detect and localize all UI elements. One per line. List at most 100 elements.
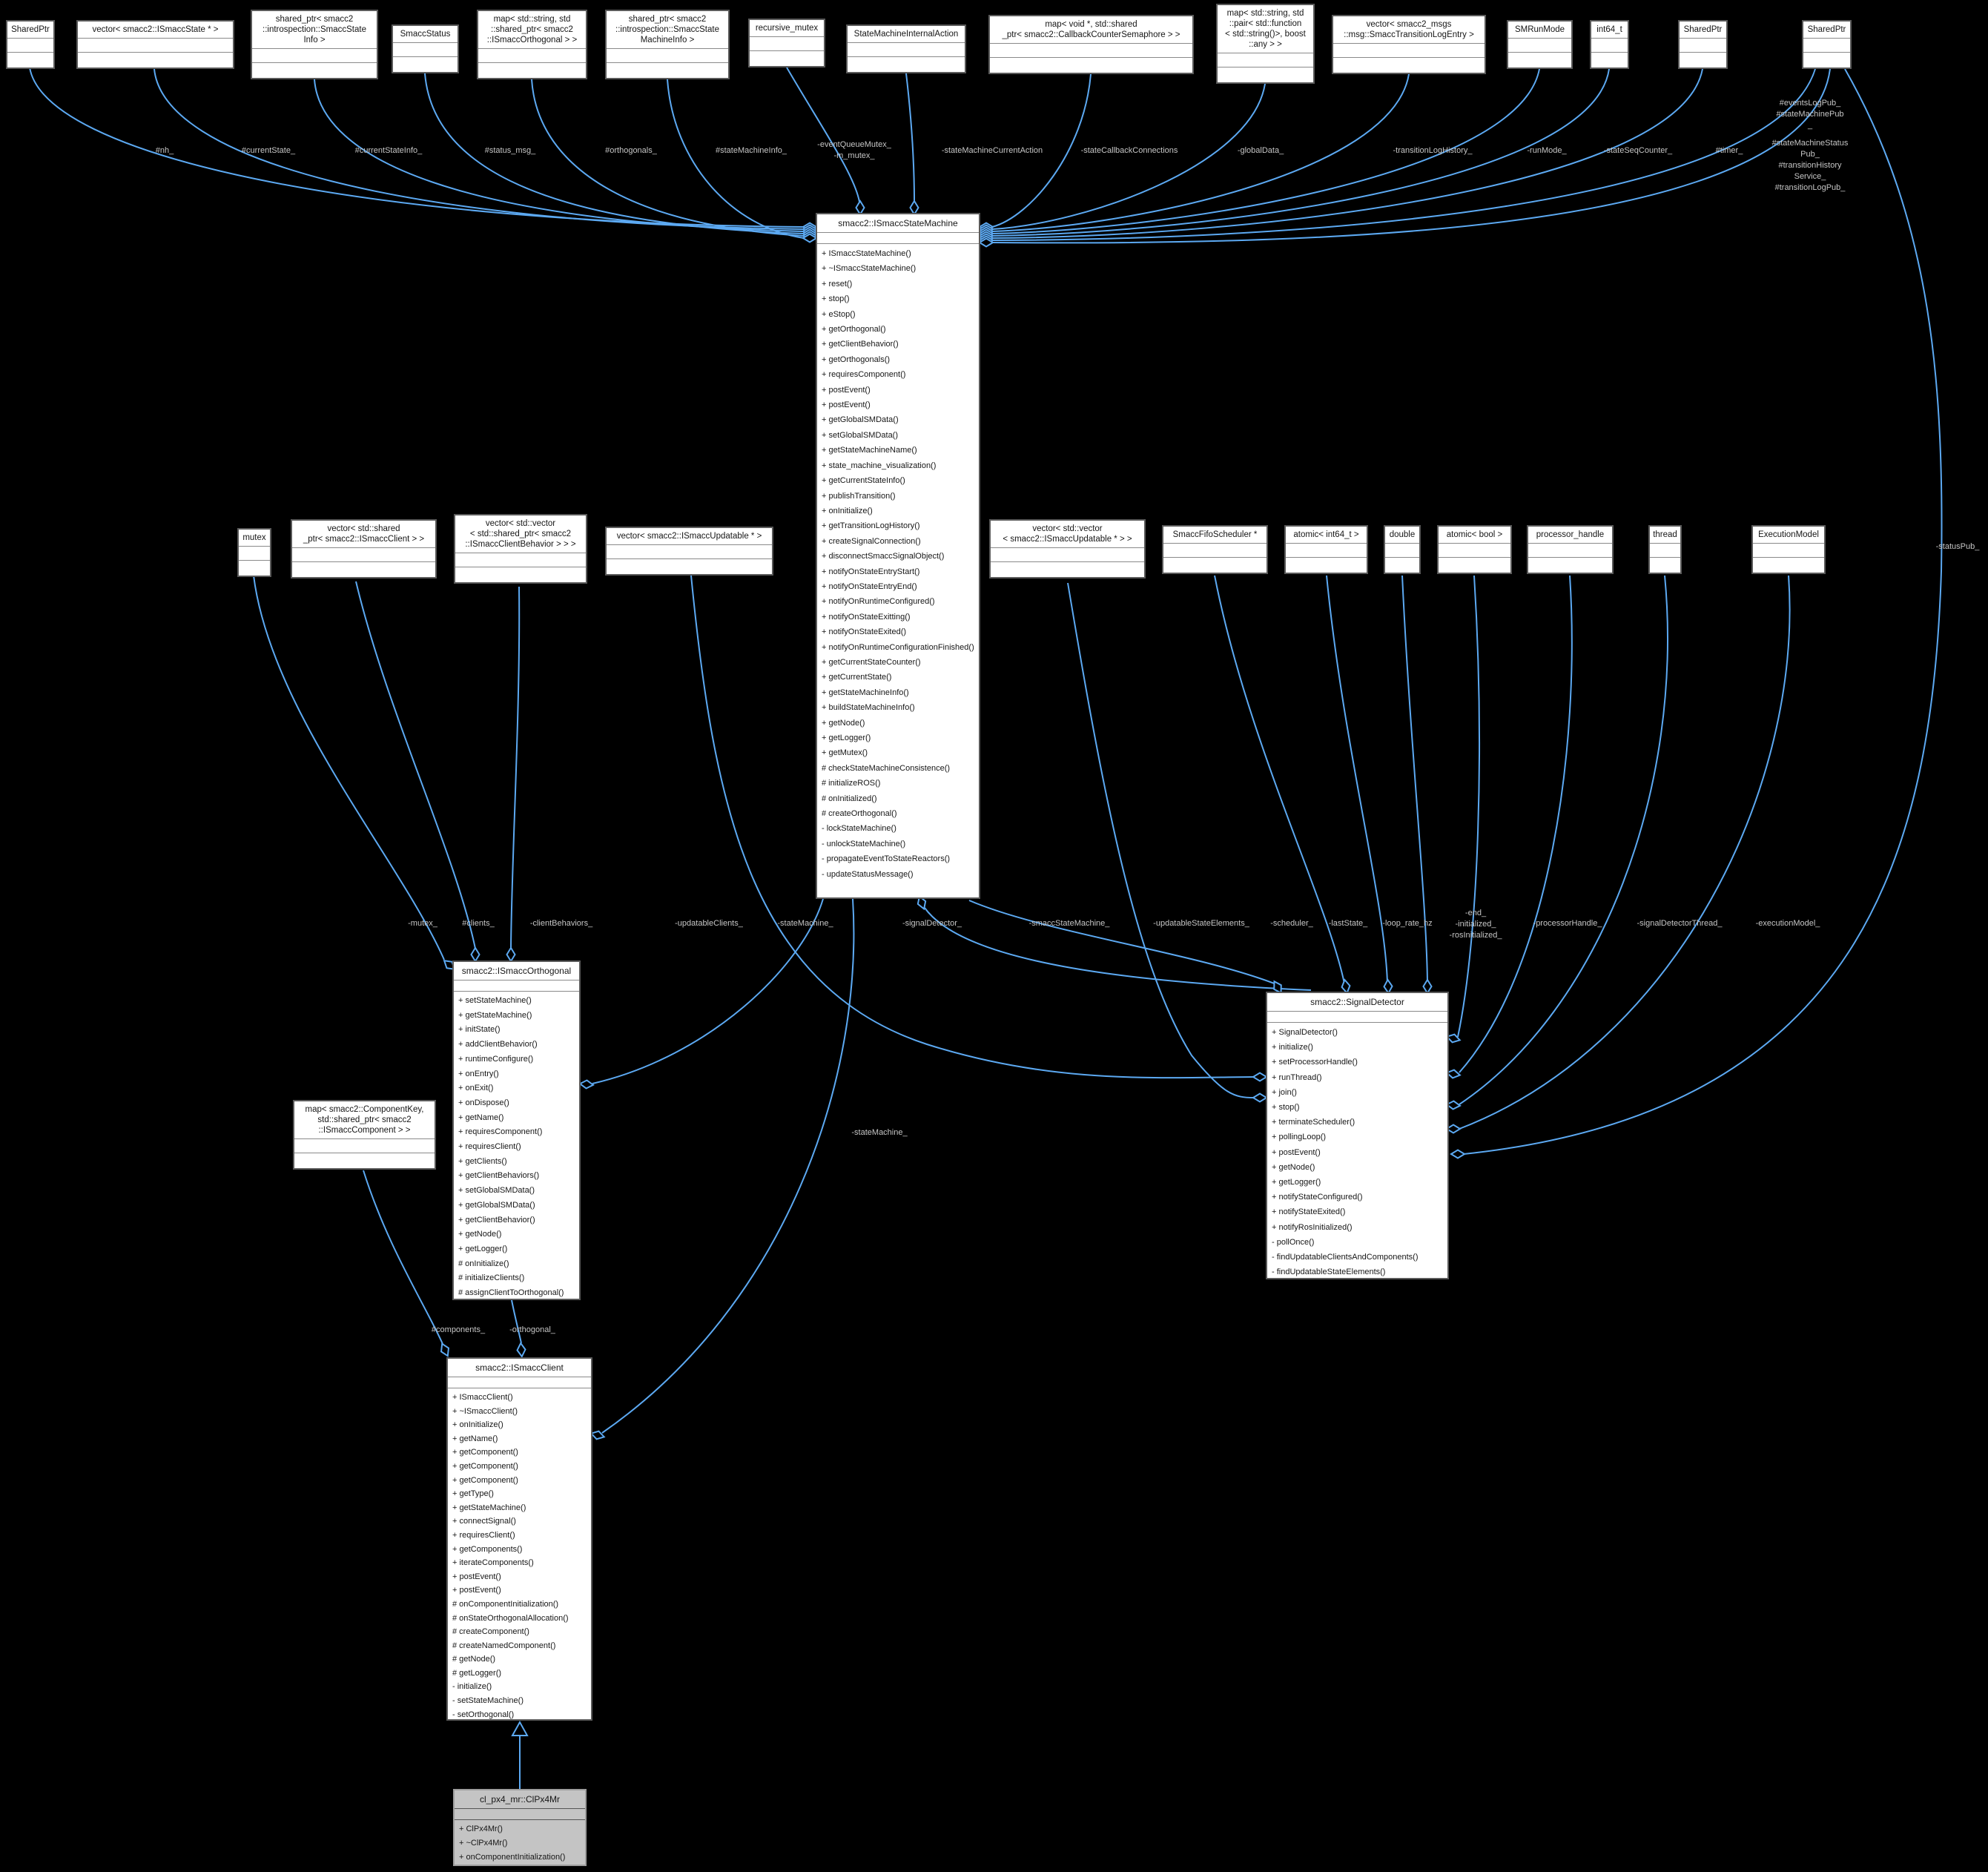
method-entry: + postEvent() bbox=[452, 1586, 501, 1595]
edge-label-stateMachineCurrentAction: -stateMachineCurrentAction bbox=[941, 146, 1043, 155]
method-entry: + getComponents() bbox=[452, 1544, 523, 1554]
methods-compartment bbox=[848, 56, 965, 72]
type-node-double: double bbox=[1384, 525, 1421, 574]
method-entry: + onExit() bbox=[458, 1084, 494, 1093]
edge-label-signalDetector: -signalDetector_ bbox=[902, 919, 962, 928]
method-entry: + getTransitionLogHistory() bbox=[822, 521, 920, 531]
method-entry: + iterateComponents() bbox=[452, 1558, 534, 1568]
method-entry: + getMutex() bbox=[822, 748, 868, 758]
method-entry: + getCurrentStateCounter() bbox=[822, 657, 921, 667]
edge-label-scheduler: -scheduler_ bbox=[1270, 919, 1313, 928]
attributes-compartment bbox=[1803, 39, 1850, 52]
method-entry: + createSignalConnection() bbox=[822, 536, 921, 546]
type-node-map-componentkey: map< smacc2::ComponentKey,std::shared_pt… bbox=[293, 1100, 436, 1170]
node-title: recursive_mutex bbox=[750, 20, 824, 37]
method-entry: + getStateMachineInfo() bbox=[822, 688, 909, 697]
edge-label-signalDetectorThread: -signalDetectorThread_ bbox=[1637, 919, 1723, 928]
edge-label-loop-rate-hz: -loop_rate_hz bbox=[1382, 919, 1433, 928]
edge-line-end-initialized bbox=[1457, 575, 1480, 1038]
method-entry: + getOrthogonal() bbox=[822, 325, 886, 334]
edge-label-clients: #clients_ bbox=[462, 919, 495, 928]
attributes-compartment bbox=[448, 1377, 591, 1388]
edge-line-components bbox=[363, 1170, 443, 1345]
edge-label-eventQueueMutex: -eventQueueMutex_-m_mutex_ bbox=[817, 140, 891, 160]
aggregation-diamond-icon bbox=[1252, 1072, 1268, 1082]
edge-label-globalData: -globalData_ bbox=[1237, 146, 1284, 155]
method-entry: + runtimeConfigure() bbox=[458, 1054, 534, 1064]
type-node-sharedptr-3: SharedPtr bbox=[1802, 20, 1852, 69]
type-node-statemachineinternalaction: StateMachineInternalAction bbox=[846, 24, 966, 73]
methods-compartment bbox=[1803, 52, 1850, 67]
attributes-compartment bbox=[78, 39, 233, 52]
method-entry: + setGlobalSMData() bbox=[822, 430, 899, 440]
class-node-clpx4mr[interactable]: cl_px4_mr::ClPx4Mr+ ClPx4Mr()+ ~ClPx4Mr(… bbox=[453, 1789, 587, 1866]
edge-label-orthogonals: #orthogonals_ bbox=[605, 146, 657, 155]
method-entry: + getNode() bbox=[822, 718, 865, 728]
class-node-ismaccorthogonal[interactable]: smacc2::ISmaccOrthogonal+ setStateMachin… bbox=[452, 960, 581, 1300]
edge-label-stateMachine-orth: -stateMachine_ bbox=[777, 919, 833, 928]
edge-line-smaccStateMachine bbox=[968, 900, 1277, 985]
type-node-sharedptr-smaccstateinfo: shared_ptr< smacc2::introspection::Smacc… bbox=[251, 10, 378, 79]
method-entry: + requiresClient() bbox=[458, 1142, 521, 1152]
edge-line-stateMachineStatusPub bbox=[991, 68, 1831, 244]
methods-compartment bbox=[1385, 557, 1419, 573]
method-entry: + onEntry() bbox=[458, 1069, 499, 1078]
type-node-map-callbackcountersemaphore: map< void *, std::shared_ptr< smacc2::Ca… bbox=[988, 15, 1194, 74]
edge-line-eventQueueMutex bbox=[786, 67, 860, 202]
attributes-compartment bbox=[455, 553, 586, 567]
edge-label-status-msg: #status_msg_ bbox=[484, 146, 536, 155]
edge-label-stateMachine-client: -stateMachine_ bbox=[851, 1128, 908, 1137]
methods-compartment bbox=[1508, 52, 1571, 67]
method-entry: # createOrthogonal() bbox=[822, 809, 897, 819]
inheritance-arrow-icon bbox=[511, 1720, 529, 1736]
edge-label-smaccStateMachine: -smaccStateMachine_ bbox=[1028, 919, 1110, 928]
method-entry: + notifyOnRuntimeConfigurationFinished() bbox=[822, 642, 974, 652]
method-entry: + onComponentInitialization() bbox=[459, 1853, 566, 1862]
method-entry: + getStateMachine() bbox=[452, 1503, 526, 1512]
attributes-compartment bbox=[848, 43, 965, 56]
type-node-smrunmode: SMRunMode bbox=[1507, 20, 1573, 69]
aggregation-diamond-icon bbox=[516, 1342, 526, 1358]
method-entry: + runThread() bbox=[1272, 1072, 1322, 1082]
aggregation-diamond-icon bbox=[1445, 1124, 1462, 1134]
node-title: ExecutionModel bbox=[1753, 527, 1824, 544]
edge-line-stateMachine-client bbox=[601, 898, 855, 1434]
node-title: vector< std::shared_ptr< smacc2::ISmaccC… bbox=[292, 521, 435, 548]
methods-compartment bbox=[393, 56, 458, 72]
node-title: SmaccStatus bbox=[393, 26, 458, 43]
type-node-atomic-int64: atomic< int64_t > bbox=[1284, 525, 1368, 574]
method-entry: - lockStateMachine() bbox=[822, 824, 896, 834]
node-title: processor_handle bbox=[1528, 527, 1612, 544]
edge-line-status-msg bbox=[424, 73, 805, 234]
attributes-compartment bbox=[1286, 544, 1367, 557]
method-entry: + setGlobalSMData() bbox=[458, 1186, 535, 1196]
class-node-ismaccclient[interactable]: smacc2::ISmaccClient+ ISmaccClient()+ ~I… bbox=[446, 1357, 592, 1721]
edge-line-scheduler bbox=[1214, 575, 1345, 984]
class-node-signaldetector[interactable]: smacc2::SignalDetector+ SignalDetector()… bbox=[1266, 992, 1449, 1279]
methods-compartment: + ClPx4Mr()+ ~ClPx4Mr()+ onComponentInit… bbox=[455, 1820, 585, 1865]
type-node-mutex: mutex bbox=[237, 528, 271, 577]
attributes-compartment bbox=[7, 39, 53, 52]
attributes-compartment bbox=[1439, 544, 1510, 557]
method-entry: + stop() bbox=[1272, 1103, 1300, 1113]
method-entry: - setOrthogonal() bbox=[452, 1710, 515, 1719]
method-entry: - initialize() bbox=[452, 1682, 492, 1692]
type-node-vector-ismaccupdatable: vector< smacc2::ISmaccUpdatable * > bbox=[605, 527, 773, 576]
edge-line-stateSeqCounter bbox=[991, 68, 1610, 237]
method-entry: + getLogger() bbox=[822, 734, 871, 742]
node-title: vector< smacc2_msgs::msg::SmaccTransitio… bbox=[1333, 16, 1485, 44]
methods-compartment bbox=[478, 62, 586, 78]
method-entry: # initializeROS() bbox=[822, 779, 881, 788]
attributes-compartment bbox=[817, 233, 979, 244]
methods-compartment: + SignalDetector()+ initialize()+ setPro… bbox=[1267, 1023, 1447, 1279]
edge-label-runMode: -runMode_ bbox=[1527, 146, 1567, 155]
node-title: int64_t bbox=[1591, 22, 1628, 39]
method-entry: + addClientBehavior() bbox=[458, 1040, 538, 1049]
methods-compartment bbox=[1439, 557, 1510, 573]
node-title: map< std::string, std::shared_ptr< smacc… bbox=[478, 11, 586, 49]
methods-compartment bbox=[252, 62, 377, 78]
methods-compartment bbox=[607, 558, 772, 574]
methods-compartment bbox=[1528, 557, 1612, 573]
class-node-ismaccstatemachine[interactable]: smacc2::ISmaccStateMachine+ ISmaccStateM… bbox=[816, 213, 980, 899]
